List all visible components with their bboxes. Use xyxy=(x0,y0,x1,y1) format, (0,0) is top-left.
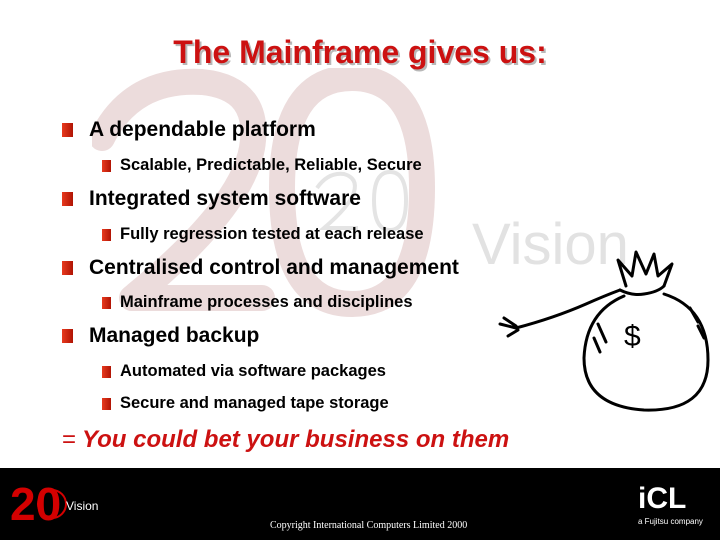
footer-logo-number: 20 xyxy=(10,478,61,530)
bullet-level1-item: Managed backup xyxy=(62,324,259,348)
bullet-marker-icon xyxy=(62,192,73,206)
bullet-level2-item: Secure and managed tape storage xyxy=(102,394,389,413)
bullet-marker-icon xyxy=(62,123,73,137)
bullet-text: Managed backup xyxy=(89,324,260,347)
footer-logo-word: Vision xyxy=(66,499,98,513)
dollar-sign: $ xyxy=(624,320,641,353)
bullet-text: Scalable, Predictable, Reliable, Secure xyxy=(120,156,422,174)
bullet-marker-icon xyxy=(102,228,111,241)
bullet-level2-item: Fully regression tested at each release xyxy=(102,225,424,244)
slide-title: The Mainframe gives us: xyxy=(173,34,547,70)
icl-brand: iCL xyxy=(638,482,686,515)
bullet-level1-item: Centralised control and management xyxy=(62,256,459,280)
conclusion-text: You could bet your business on them xyxy=(82,426,510,453)
watermark-20-20-vision-logo: Vision xyxy=(92,68,629,317)
footer-bar xyxy=(0,468,720,540)
watermark-vision-word: Vision xyxy=(472,212,629,277)
bullet-marker-icon xyxy=(102,296,111,309)
bullet-level2-item: Scalable, Predictable, Reliable, Secure xyxy=(102,156,422,175)
bullet-marker-icon xyxy=(62,261,73,275)
bullet-level1-item: Integrated system software xyxy=(62,187,361,211)
bullet-text: Fully regression tested at each release xyxy=(120,225,424,243)
money-bag-icon: $ xyxy=(498,250,710,412)
bullet-text: Centralised control and management xyxy=(89,256,459,279)
bullet-level2-item: Mainframe processes and disciplines xyxy=(102,293,413,312)
bullet-text: Automated via software packages xyxy=(120,362,386,380)
bullet-text: Integrated system software xyxy=(89,187,361,210)
bullet-marker-icon xyxy=(102,159,111,172)
bullet-marker-icon xyxy=(102,397,111,410)
bullet-level2-item: Automated via software packages xyxy=(102,362,386,381)
bullet-marker-icon xyxy=(62,329,73,343)
conclusion-equals: = xyxy=(62,426,77,453)
bullet-marker-icon xyxy=(102,365,111,378)
bullet-text: Mainframe processes and disciplines xyxy=(120,293,413,311)
icl-tagline: a Fujitsu company xyxy=(638,517,703,526)
bullet-level1-item: A dependable platform xyxy=(62,118,316,142)
bullet-text: A dependable platform xyxy=(89,118,316,141)
bullet-text: Secure and managed tape storage xyxy=(120,394,389,412)
conclusion-line: =You could bet your business on them xyxy=(62,426,509,454)
footer-20-20-vision-logo: 20 Vision xyxy=(10,478,98,530)
icl-logo: iCL a Fujitsu company xyxy=(638,482,703,526)
copyright-text: Copyright International Computers Limite… xyxy=(270,520,468,531)
